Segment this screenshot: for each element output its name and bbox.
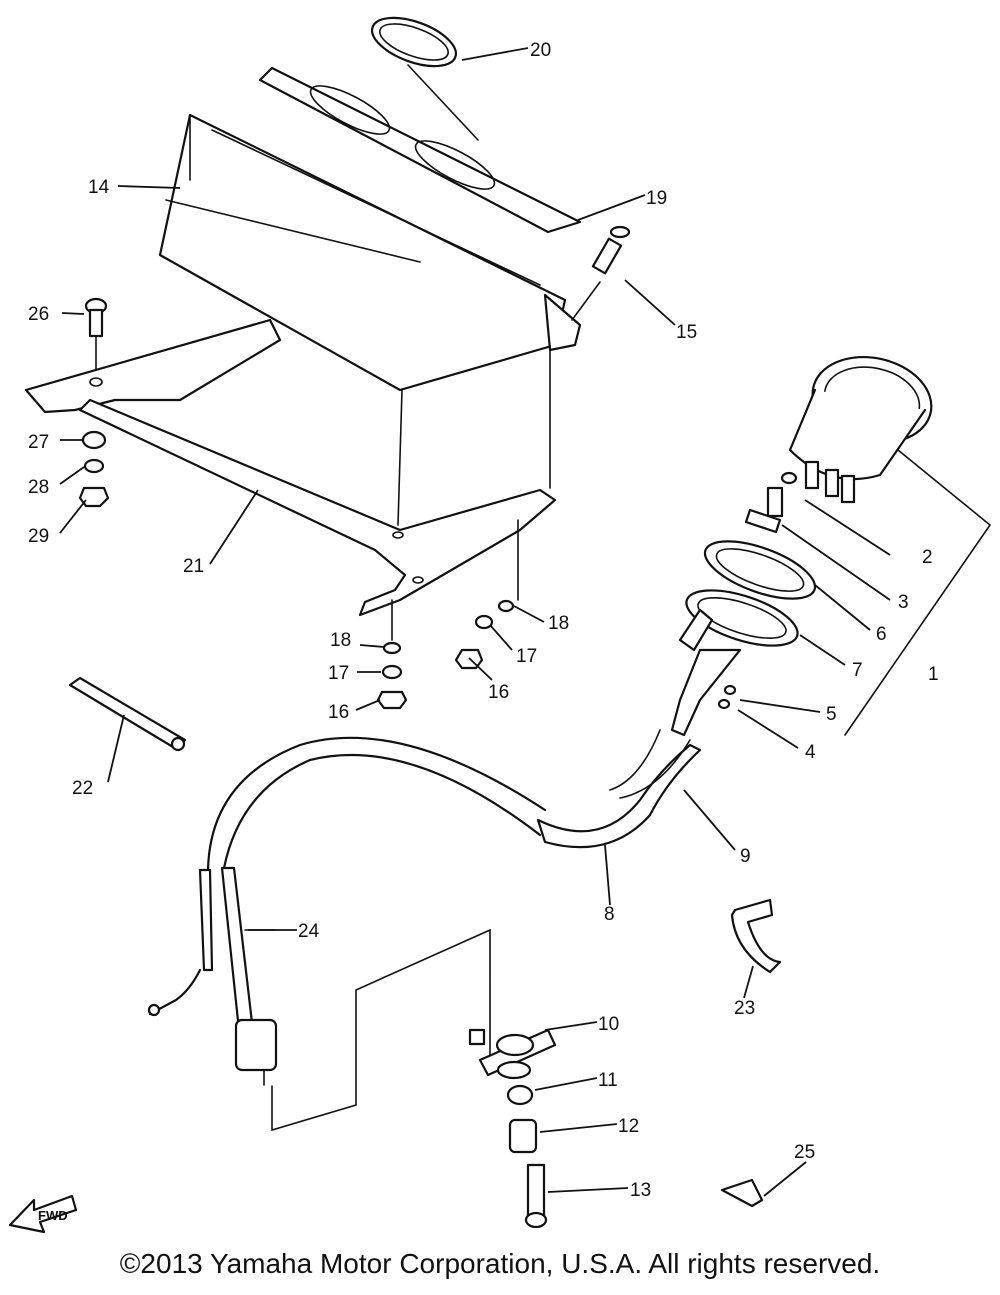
callout-7: 7 [852,660,863,681]
fwd-arrow-icon: FWD [8,1194,78,1234]
part-24-cable [147,866,278,1086]
callout-6: 6 [876,624,887,645]
callout-1: 1 [928,664,939,685]
callout-12: 12 [618,1116,639,1137]
callout-16-right: 16 [488,682,509,703]
callout-18-left: 18 [330,630,351,651]
part-20-lens [370,16,458,68]
callout-10: 10 [598,1014,619,1035]
part-1-meter-assembly [670,355,933,737]
copyright-notice: ©2013 Yamaha Motor Corporation, U.S.A. A… [119,1248,881,1279]
part-23-clamp [730,898,782,974]
callout-26: 26 [28,304,49,325]
callout-19: 19 [646,188,667,209]
part-26-bolt [84,297,108,338]
callout-29: 29 [28,526,49,547]
part-25-clip [720,1178,764,1208]
callout-15: 15 [676,322,697,343]
part-14-meter-cover [158,113,582,392]
part-22-strap [68,676,187,752]
callout-17-right: 17 [516,646,537,667]
fwd-label: FWD [38,1208,68,1223]
callout-11: 11 [598,1070,618,1091]
callout-3: 3 [898,592,909,613]
callout-24: 24 [298,921,320,942]
callout-17-left: 17 [328,663,349,684]
callout-5: 5 [826,704,837,725]
callout-4: 4 [805,742,816,763]
part-15-screw [591,225,631,275]
parts-10-13-drive-unit [468,1028,557,1229]
part-19-gasket [258,66,582,234]
leader-lines [59,47,891,1197]
callout-27: 27 [28,432,49,453]
callout-13: 13 [630,1180,651,1201]
callout-28: 28 [28,477,49,498]
callout-9: 9 [740,846,751,867]
callout-2: 2 [922,547,933,568]
callout-22: 22 [72,778,93,799]
callout-16-left: 16 [328,702,349,723]
callout-21: 21 [183,556,204,577]
parts-8-9-cables [206,729,702,872]
callout-8: 8 [604,904,615,925]
callout-18-right: 18 [548,613,569,634]
callout-14: 14 [88,177,110,198]
callout-labels: 1 2 3 4 5 6 7 8 9 10 11 12 13 14 15 16 1… [28,40,939,1201]
callout-20: 20 [530,40,551,61]
parts-27-28-29-hardware [78,430,110,508]
part-21-bracket [24,318,557,617]
callout-25: 25 [794,1142,815,1163]
callout-23: 23 [734,998,755,1019]
